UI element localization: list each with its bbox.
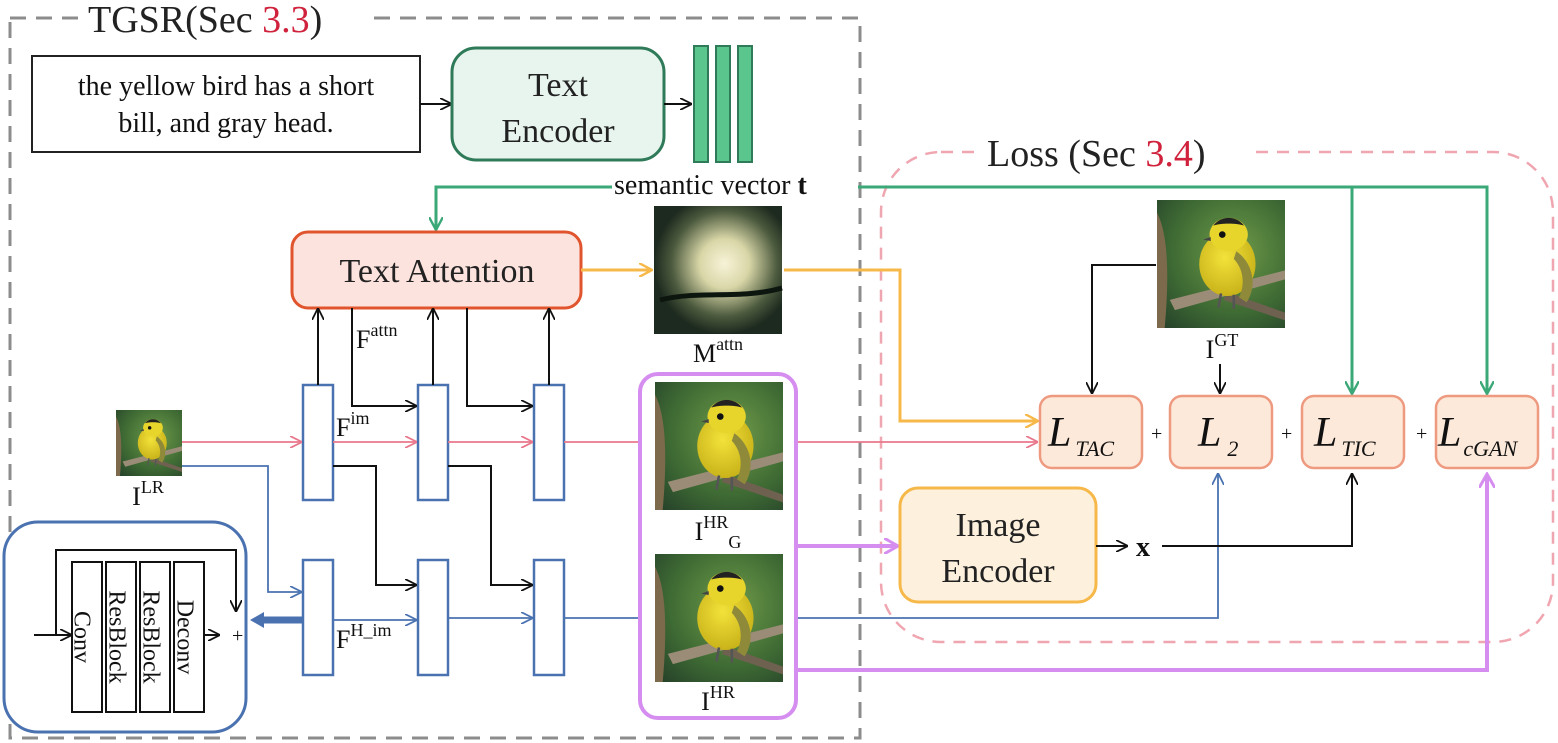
m-attn-label: Mattn (693, 334, 743, 368)
image-encoder-label-1: Image (956, 507, 1041, 544)
f-h-im-label: FH_im (336, 620, 391, 654)
input-text-line1: the yellow bird has a short (78, 71, 374, 102)
image-encoder-label-2: Encoder (941, 553, 1055, 590)
i-lr-label: ILR (132, 477, 164, 511)
f-im-label: Fim (336, 408, 369, 442)
text-encoder-label-1: Text (528, 67, 588, 104)
loss-title: Loss (Sec 3.4) (987, 133, 1205, 175)
deconv-layer-label: Deconv (171, 600, 197, 675)
i-hr-g-label: IHRG (695, 512, 742, 552)
semantic-vector-bars (693, 45, 753, 163)
loss-cgan-box (1434, 394, 1540, 470)
loss-boxes (1038, 394, 1540, 470)
f-attn-label: Fattn (356, 320, 397, 354)
loss-tac-box (1038, 394, 1144, 470)
i-gt-label: IGT (1206, 330, 1239, 364)
text-encoder-label-2: Encoder (501, 113, 615, 150)
resblock-layer-label-1: ResBlock (103, 590, 129, 683)
loss-tic-box (1300, 394, 1406, 470)
plus-3: + (1416, 423, 1427, 445)
x-feature-label: x (1136, 532, 1150, 563)
loss-l2-box (1168, 394, 1274, 470)
semantic-vector-label: semantic vector t (614, 170, 807, 201)
tgsr-title: TGSR(Sec 3.3) (88, 0, 322, 41)
input-text-line2: bill, and gray head. (118, 108, 333, 139)
text-attention-label: Text Attention (340, 253, 535, 290)
feature-boxes (301, 383, 566, 677)
attention-map-image (654, 206, 782, 334)
tgsr-frame (8, 16, 862, 740)
network-plus: + (232, 625, 243, 647)
network-layers (71, 561, 205, 713)
conv-layer-label: Conv (68, 611, 94, 663)
resblock-layer-label-2: ResBlock (137, 590, 163, 683)
plus-2: + (1281, 423, 1292, 445)
i-hr-label: IHR (701, 682, 735, 716)
loss-cgan-label: LcGAN (1437, 410, 1518, 461)
plus-1: + (1151, 423, 1162, 445)
